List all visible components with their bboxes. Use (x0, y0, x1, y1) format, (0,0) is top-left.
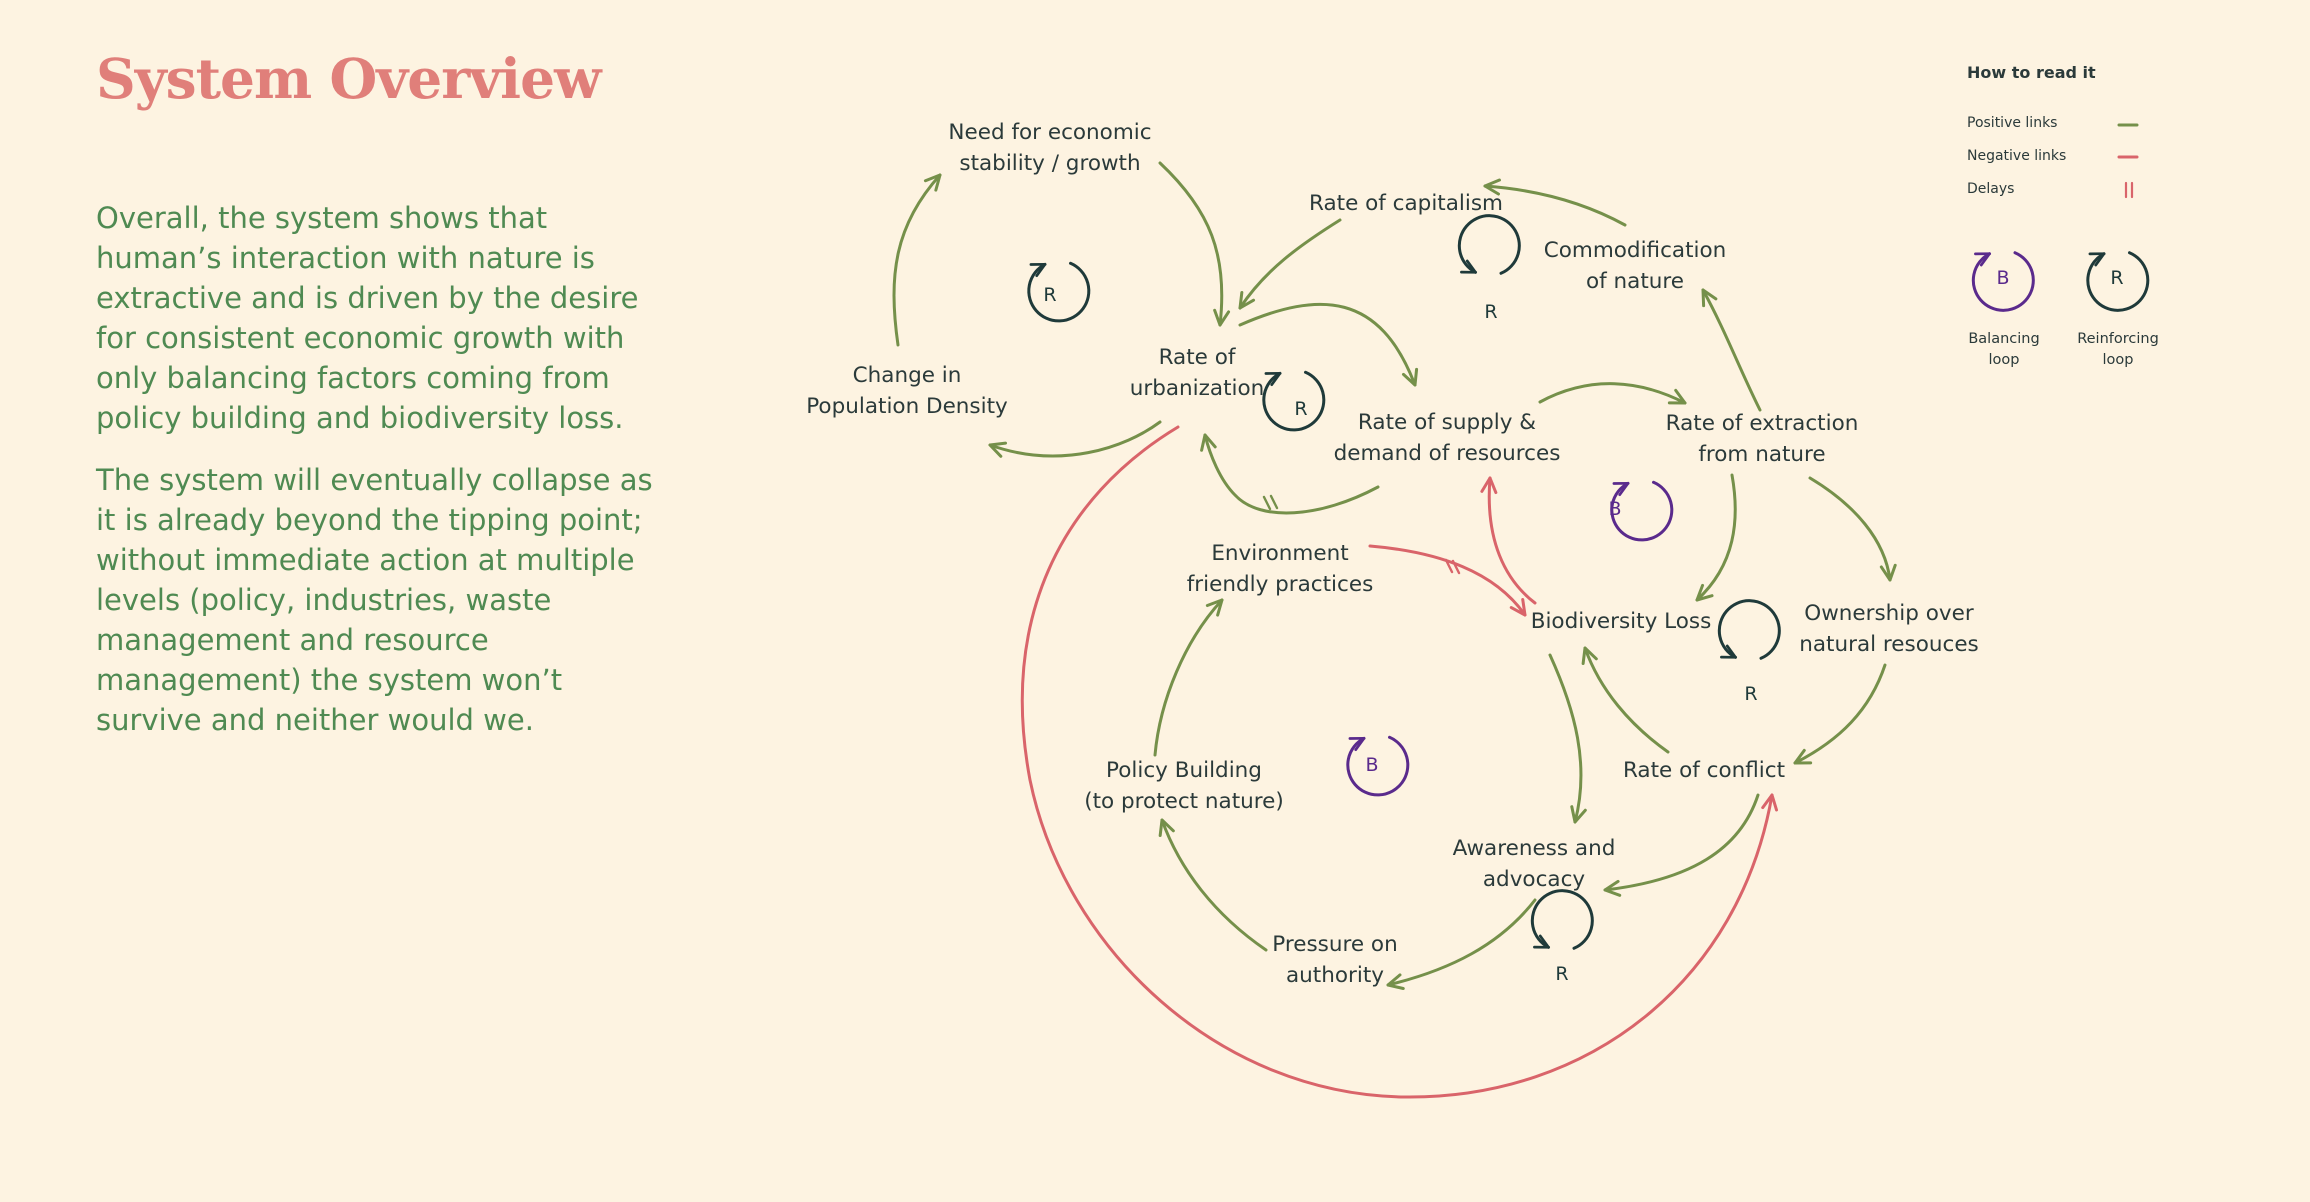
loop-label-r4: R (1744, 683, 1757, 705)
link-urbanization-to-conflict (1020, 425, 1779, 1099)
summary-paragraph-2: The system will eventually collapse as i… (96, 463, 653, 737)
legend-balancing-letter: B (1996, 267, 2009, 289)
link-conflict-to-biodiversity (1581, 646, 1670, 754)
link-supply-demand-to-extraction (1538, 382, 1687, 405)
balancing-loop-icon (1610, 480, 1674, 542)
link-env-practices-to-biodiversity (1368, 544, 1527, 617)
reinforcing-loop-icon (1530, 889, 1594, 950)
summary-paragraph-1: Overall, the system shows that human’s i… (96, 201, 639, 435)
legend-negative-label: Negative links (1967, 148, 2067, 164)
node-capitalism: Rate of capitalism (1308, 191, 1504, 216)
link-commodification-to-capitalism (1483, 178, 1627, 227)
node-policy-building: Policy Building(to protect nature) (1084, 758, 1284, 814)
legend-balancing-icon (1971, 251, 2035, 312)
loop-label-r3: R (1484, 301, 1497, 323)
link-extraction-to-ownership (1808, 476, 1897, 582)
loop-label-r1: R (1043, 284, 1056, 306)
link-biodiversity-to-awareness (1548, 653, 1587, 824)
link-pressure-to-policy (1158, 818, 1268, 952)
link-supply-demand-to-urbanization (1200, 433, 1380, 515)
link-policy-to-env-practices (1153, 598, 1224, 757)
link-need-growth-to-urbanization (1158, 161, 1231, 327)
balancing-loop-icon (1346, 735, 1410, 797)
legend-positive-label: Positive links (1967, 115, 2058, 131)
link-extraction-to-commodification (1701, 288, 1762, 412)
loop-label-b1: B (1608, 498, 1621, 520)
loop-label-r5: R (1555, 963, 1568, 985)
loop-label-b2: B (1365, 754, 1378, 776)
delay-mark-env-biodiversity (1444, 558, 1461, 575)
link-awareness-to-pressure (1386, 898, 1537, 991)
legend-reinforcing-icon (2086, 251, 2150, 312)
legend-title: How to read it (1967, 63, 2096, 82)
reinforcing-loop-icon (1457, 214, 1521, 275)
link-capitalism-to-urbanization (1238, 218, 1342, 310)
reinforcing-loop-icon (1717, 599, 1781, 660)
link-extraction-to-biodiversity (1695, 473, 1737, 602)
link-urbanization-to-population (988, 420, 1162, 458)
link-ownership-to-conflict (1793, 663, 1887, 765)
node-conflict: Rate of conflict (1622, 758, 1786, 783)
link-biodiversity-to-supply-demand (1480, 476, 1537, 605)
delay-mark-supply-urbanization (1262, 494, 1279, 511)
reinforcing-loop-icon (1262, 370, 1326, 432)
node-supply-demand: Rate of supply &demand of resources (1333, 410, 1561, 466)
link-urbanization-to-supply-demand (1238, 302, 1419, 387)
legend-delays-label: Delays (1967, 181, 2015, 197)
node-biodiversity-loss: Biodiversity Loss (1530, 609, 1712, 634)
link-population-to-need-growth (892, 173, 942, 347)
reinforcing-loop-icon (1027, 261, 1091, 323)
page-title: System Overview (96, 46, 601, 111)
legend-delay-icon (2124, 181, 2134, 199)
legend-reinforcing-letter: R (2110, 267, 2123, 289)
link-conflict-to-awareness (1603, 793, 1760, 897)
loop-label-r2: R (1294, 398, 1307, 420)
